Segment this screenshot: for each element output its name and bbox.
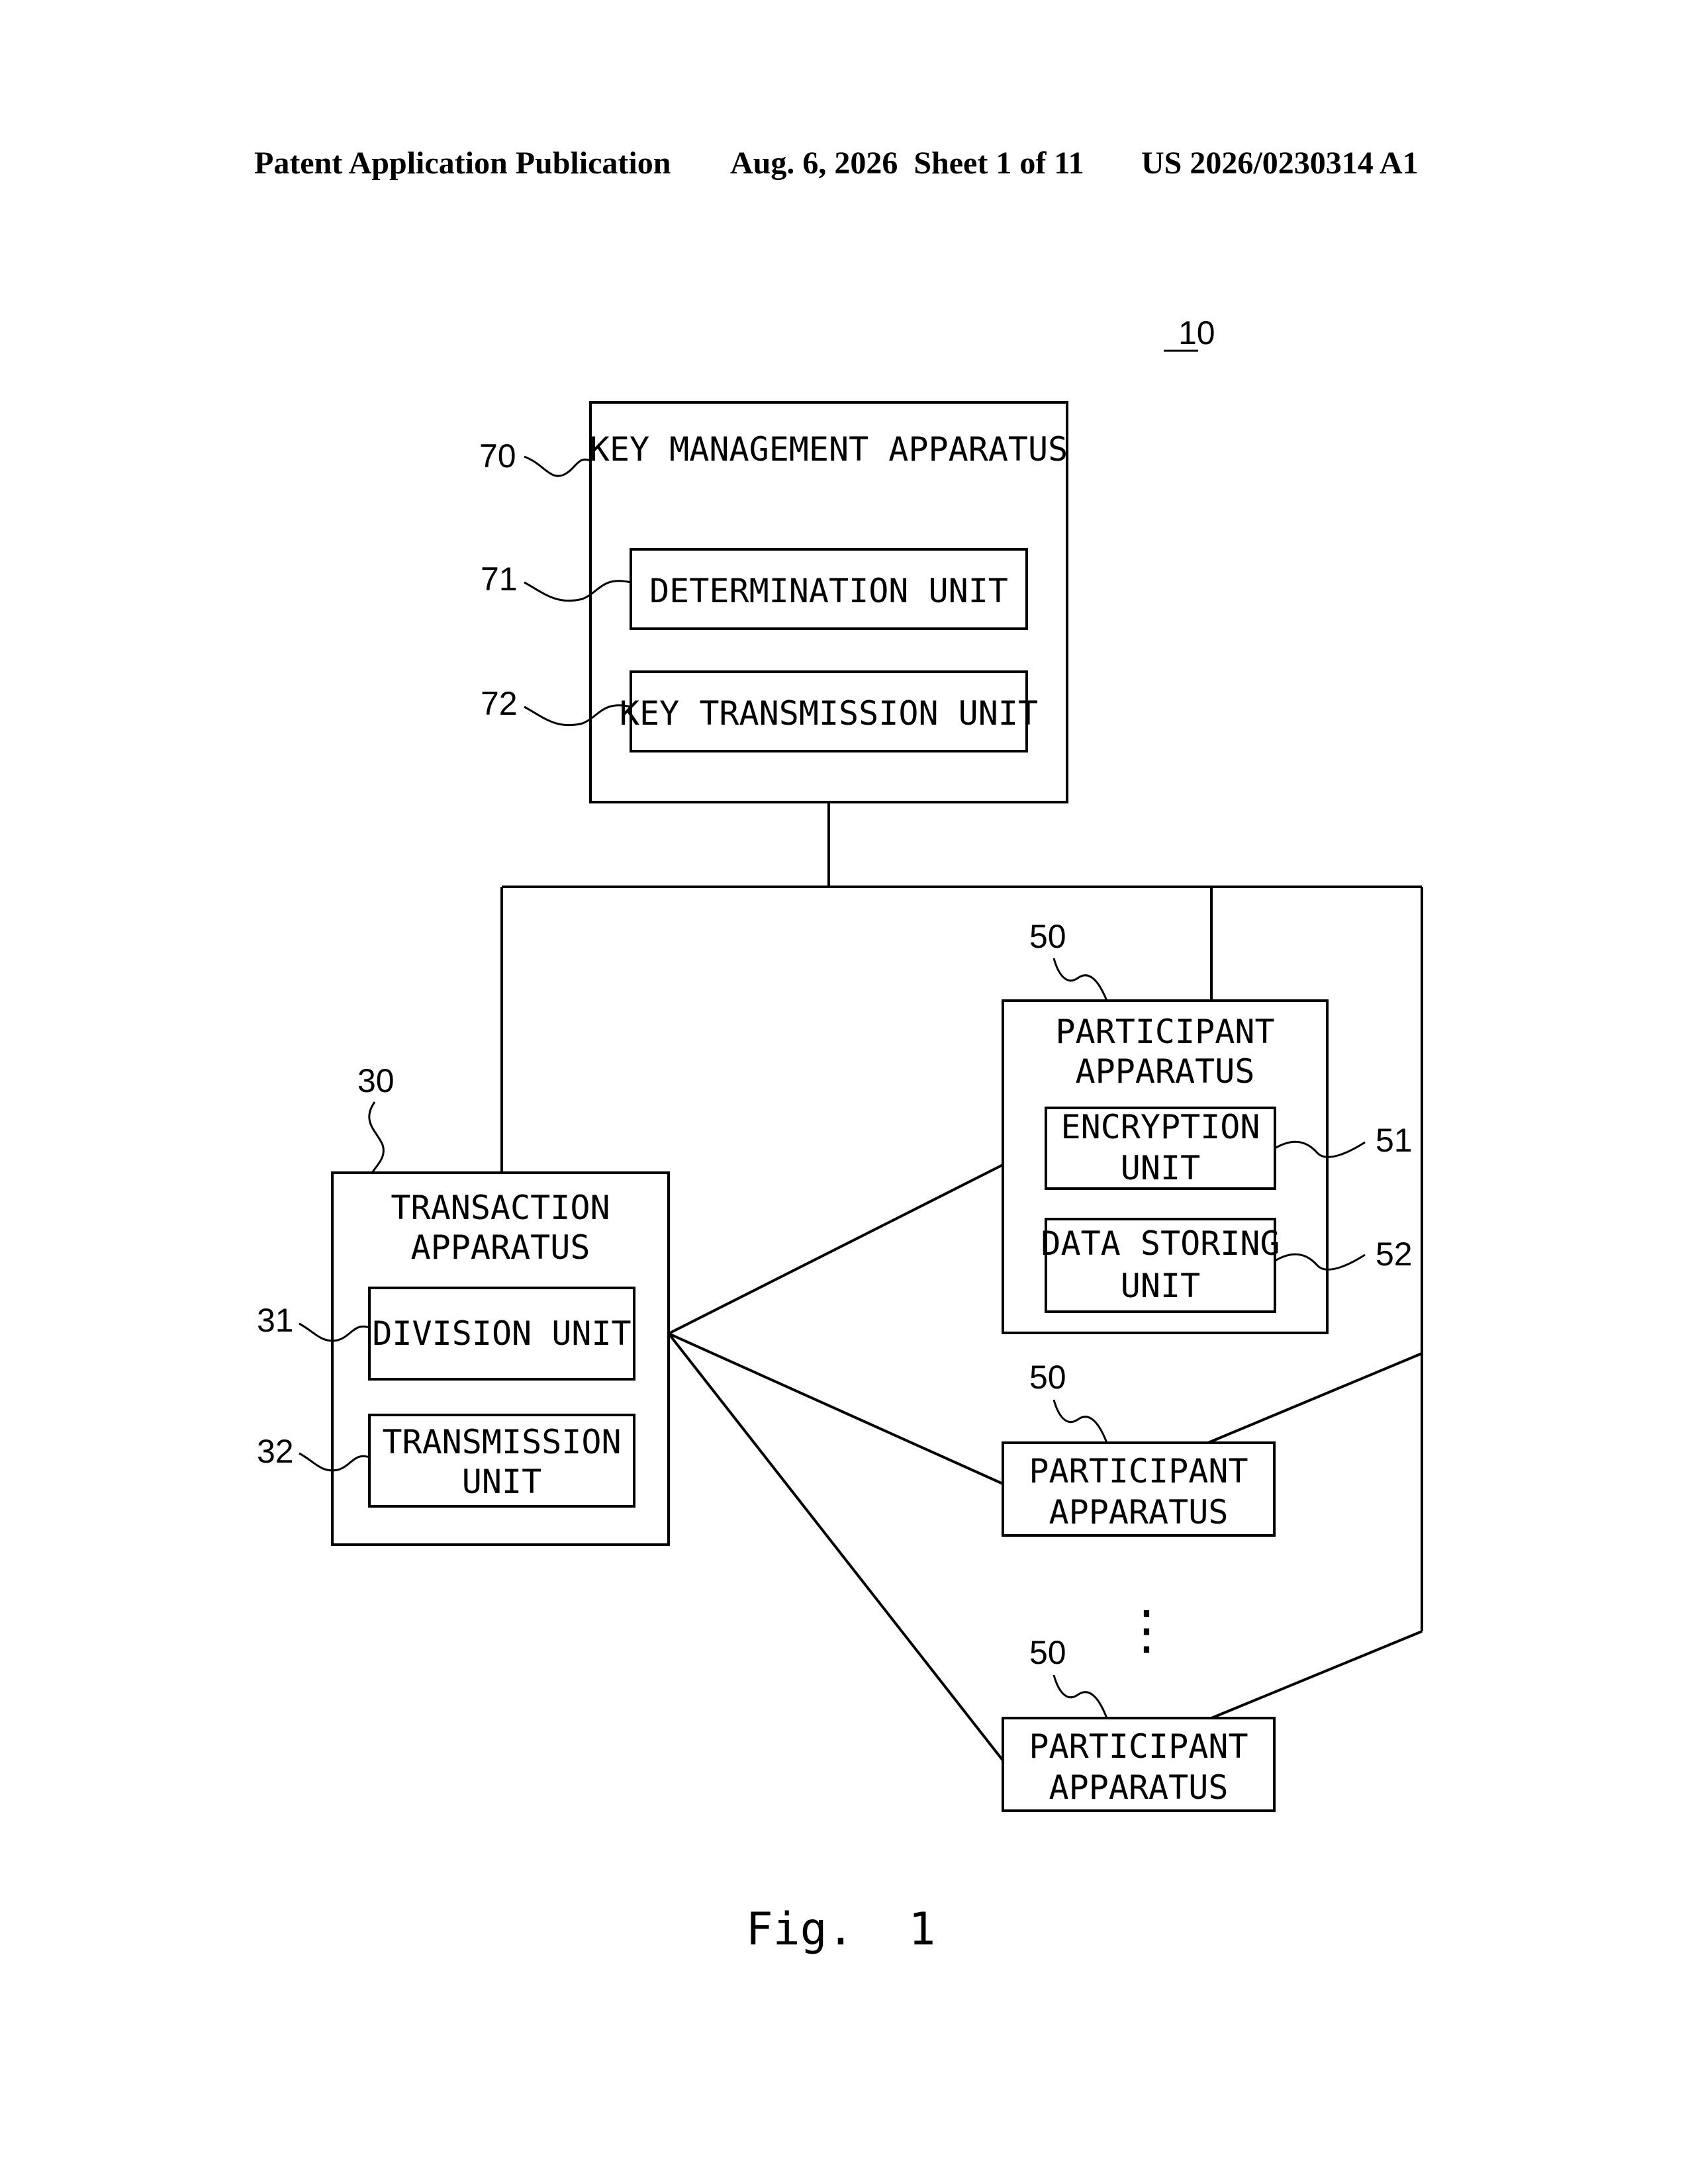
participant-3-ref: 50 bbox=[1029, 1634, 1066, 1671]
participant-apparatus-2: PARTICIPANT APPARATUS bbox=[1003, 1443, 1274, 1535]
encryption-unit-line1: ENCRYPTION bbox=[1060, 1108, 1260, 1146]
data-storing-unit-ref: 52 bbox=[1376, 1236, 1413, 1273]
key-transmission-unit-ref: 72 bbox=[481, 685, 518, 722]
transaction-ref: 30 bbox=[357, 1062, 395, 1099]
participant-3-line2: APPARATUS bbox=[1049, 1768, 1229, 1807]
header-number: US 2026/0230314 A1 bbox=[1141, 146, 1419, 181]
participant-1-leader bbox=[1054, 958, 1107, 1001]
participant-apparatus-3: PARTICIPANT APPARATUS bbox=[1003, 1718, 1274, 1811]
system-ref-number: 10 bbox=[1178, 314, 1215, 351]
participant-1-line1: PARTICIPANT bbox=[1055, 1013, 1274, 1051]
participant-2-line2: APPARATUS bbox=[1049, 1493, 1229, 1531]
division-unit-leader bbox=[299, 1324, 369, 1341]
transaction-leader bbox=[369, 1102, 384, 1173]
key-management-apparatus: KEY MANAGEMENT APPARATUS DETERMINATION U… bbox=[590, 402, 1068, 802]
participant-1-ref: 50 bbox=[1029, 918, 1066, 955]
transaction-title-line1: TRANSACTION bbox=[391, 1189, 610, 1227]
transmission-unit-line2: UNIT bbox=[462, 1463, 541, 1501]
link-to-participant-3 bbox=[669, 1334, 1003, 1760]
transmission-unit-line1: TRANSMISSION bbox=[382, 1423, 621, 1461]
header-date-sheet: Aug. 6, 2026 Sheet 1 of 11 bbox=[730, 146, 1084, 181]
more-participants-ellipsis: ⋮ bbox=[1120, 1599, 1173, 1661]
transmission-unit-leader bbox=[299, 1453, 369, 1471]
link-to-participant-1 bbox=[669, 1165, 1003, 1334]
division-unit-label: DIVISION UNIT bbox=[372, 1314, 631, 1353]
determination-unit-ref: 71 bbox=[481, 561, 518, 598]
key-transmission-unit-leader bbox=[524, 705, 631, 725]
key-management-ref: 70 bbox=[479, 437, 516, 475]
data-storing-unit-line2: UNIT bbox=[1121, 1267, 1200, 1305]
transaction-title-line2: APPARATUS bbox=[411, 1228, 590, 1267]
encryption-unit-ref: 51 bbox=[1376, 1122, 1413, 1159]
determination-unit-label: DETERMINATION UNIT bbox=[649, 572, 1008, 610]
key-management-leader bbox=[524, 457, 590, 476]
network-wiring bbox=[502, 802, 1422, 1760]
figure-caption: Fig. 1 bbox=[746, 1903, 936, 1956]
participant-2-bus-line bbox=[1208, 1353, 1422, 1443]
participant-2-ref: 50 bbox=[1029, 1359, 1066, 1396]
participant-2-leader bbox=[1054, 1400, 1107, 1443]
participant-3-leader bbox=[1054, 1675, 1107, 1718]
data-storing-unit-leader bbox=[1275, 1254, 1365, 1269]
determination-unit-leader bbox=[524, 581, 631, 601]
transaction-apparatus: TRANSACTION APPARATUS DIVISION UNIT TRAN… bbox=[332, 1173, 669, 1545]
division-unit-ref: 31 bbox=[257, 1302, 294, 1339]
key-transmission-unit-label: KEY TRANSMISSION UNIT bbox=[620, 694, 1038, 733]
participant-apparatus-1: PARTICIPANT APPARATUS ENCRYPTION UNIT DA… bbox=[1003, 1001, 1327, 1333]
encryption-unit-line2: UNIT bbox=[1121, 1149, 1200, 1187]
participant-3-line1: PARTICIPANT bbox=[1029, 1727, 1248, 1766]
link-to-participant-2 bbox=[669, 1334, 1003, 1484]
transmission-unit-ref: 32 bbox=[257, 1433, 294, 1470]
header-publication: Patent Application Publication bbox=[254, 146, 671, 181]
participant-2-line1: PARTICIPANT bbox=[1029, 1452, 1248, 1490]
key-management-title: KEY MANAGEMENT APPARATUS bbox=[590, 430, 1068, 469]
participant-3-bus-line bbox=[1211, 1631, 1422, 1718]
participant-1-line2: APPARATUS bbox=[1076, 1052, 1255, 1091]
data-storing-unit-line1: DATA STORING bbox=[1041, 1224, 1280, 1263]
encryption-unit-leader bbox=[1275, 1142, 1365, 1157]
